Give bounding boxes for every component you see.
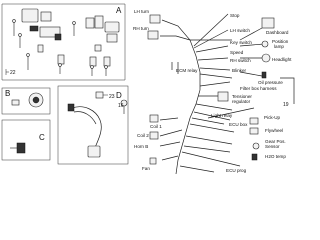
gear-pos-sensor-part: [252, 142, 260, 150]
box-label-a: A: [116, 6, 122, 15]
headlight-part: [261, 53, 271, 63]
tensioner-regulator-part: [217, 91, 229, 102]
ecm-relay-label: ECM relay: [176, 68, 198, 73]
callout-23: 23: [95, 91, 115, 100]
rh-turn-label: RH turn: [133, 26, 149, 31]
section-b-frame: [1, 87, 51, 115]
filter-box-harness-label: Filter box harness: [240, 86, 277, 91]
ecu-prog-label: ECU prog: [226, 168, 247, 173]
headlight-label: Headlight: [272, 57, 292, 62]
horn-part: [11, 92, 44, 108]
sensor-part: [10, 142, 26, 154]
position-lamp-label-1: Position: [272, 39, 289, 44]
section-d-frame: [57, 85, 129, 165]
speed-label: Speed: [230, 50, 244, 55]
rh-turn-part: [147, 30, 159, 40]
section-a-frame: [1, 3, 126, 81]
gear-pos-sensor-label-2: Sensor: [265, 144, 280, 149]
wiring-diagram: A 22 B: [1, 3, 295, 175]
svg-text:23: 23: [109, 94, 115, 100]
box-label-c: C: [39, 133, 45, 142]
fan-label: Fan: [142, 166, 150, 171]
harness-d: [67, 103, 102, 158]
main-harness: [159, 13, 295, 175]
wiring-diagram-svg: A 22 B: [1, 3, 295, 175]
dashboard-connector: [261, 17, 275, 29]
coil-1-part: [149, 114, 159, 123]
box-label-d: D: [116, 91, 122, 100]
tensioner-regulator-label-2: regulator: [232, 99, 251, 104]
horn-b-label: Horn B: [134, 144, 148, 149]
oil-pressure-label: Oil pressure: [258, 80, 283, 85]
coil-1-label: Coil 1: [150, 124, 162, 129]
rh-switch-label: RH switch: [230, 58, 251, 63]
pick-up-label: Pick-Up: [264, 115, 281, 120]
flywheel-label: Flywheel: [265, 128, 283, 133]
position-lamp-part: [261, 40, 269, 48]
tensioner-regulator-label-1: Tensioner: [232, 94, 252, 99]
gear-pos-sensor-label-1: Gear Pos.: [265, 139, 286, 144]
fuse-relay-cluster: [21, 8, 120, 67]
coil-2-part: [149, 131, 159, 140]
pick-up-part: [249, 117, 259, 125]
coil-2-label: Coil 2: [137, 133, 149, 138]
light-relay-label: Light relay: [211, 113, 233, 118]
fan-part: [149, 157, 157, 165]
blinker-label: Blinker: [232, 68, 247, 73]
oil-pressure-part: [261, 71, 267, 79]
callout-22: 22: [5, 69, 16, 76]
lh-switch-label: LH switch: [230, 28, 250, 33]
h2o-temp-label: H2O temp: [265, 154, 286, 159]
callout-16: 16: [118, 99, 128, 114]
svg-text:22: 22: [10, 70, 16, 76]
screw-set-a: [12, 19, 108, 76]
box-label-b: B: [5, 89, 10, 98]
ecu-box-label: ECU box: [229, 122, 248, 127]
svg-text:16: 16: [118, 103, 124, 109]
callout-19: 19: [283, 102, 289, 108]
section-c-frame: [1, 119, 51, 161]
position-lamp-label-2: lamp: [274, 44, 284, 49]
h2o-temp-part: [251, 153, 258, 161]
stop-label: Stop: [230, 13, 240, 18]
key-switch-label: Key switch: [230, 40, 252, 45]
lh-turn-part: [149, 14, 161, 24]
dashboard-label: Dashboard: [266, 30, 289, 35]
lh-turn-label: LH turn: [134, 9, 150, 14]
flywheel-part: [249, 127, 259, 135]
